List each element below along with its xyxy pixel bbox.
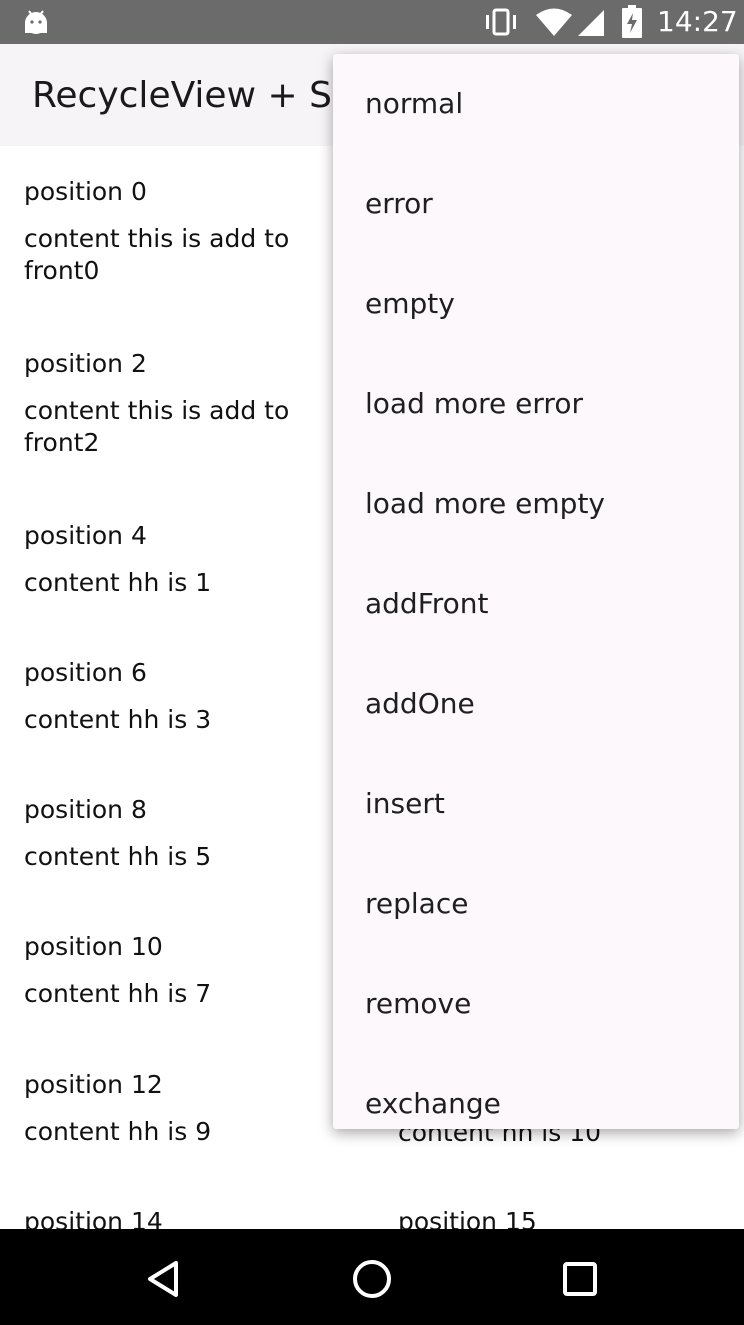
menu-item-remove[interactable]: remove xyxy=(365,987,472,1020)
menu-item-add-front[interactable]: addFront xyxy=(365,587,489,620)
item-content: content this is add to front2 xyxy=(24,396,290,457)
list-item[interactable]: position 6 content hh is 3 xyxy=(24,657,354,736)
navigation-bar xyxy=(0,1229,744,1325)
home-icon[interactable] xyxy=(348,1255,396,1303)
item-content: content hh is 3 xyxy=(24,705,212,734)
list-item[interactable]: position 4 content hh is 1 xyxy=(24,520,354,599)
item-position: position 4 xyxy=(24,521,147,550)
status-clock: 14:27 xyxy=(657,5,738,38)
item-content: content hh is 1 xyxy=(24,568,212,597)
menu-item-load-more-empty[interactable]: load more empty xyxy=(365,487,605,520)
menu-item-load-more-error[interactable]: load more error xyxy=(365,387,583,420)
item-content: content hh is 7 xyxy=(24,979,212,1008)
wifi-icon xyxy=(536,8,572,36)
menu-item-exchange[interactable]: exchange xyxy=(365,1087,501,1120)
menu-item-add-one[interactable]: addOne xyxy=(365,687,475,720)
list-item[interactable]: position 0 content this is add to front0 xyxy=(24,176,354,287)
menu-item-error[interactable]: error xyxy=(365,187,433,220)
menu-item-replace[interactable]: replace xyxy=(365,887,469,920)
menu-item-normal[interactable]: normal xyxy=(365,87,464,120)
item-content: content this is add to front0 xyxy=(24,224,290,285)
item-position: position 0 xyxy=(24,177,147,206)
recycler-list[interactable]: position 0 content this is add to front0… xyxy=(0,146,744,1229)
item-position: position 15 xyxy=(398,1207,537,1229)
back-icon[interactable] xyxy=(140,1255,188,1303)
menu-item-insert[interactable]: insert xyxy=(365,787,445,820)
list-item[interactable]: position 8 content hh is 5 xyxy=(24,794,354,873)
item-position: position 12 xyxy=(24,1070,163,1099)
status-bar: 14:27 xyxy=(0,0,744,44)
list-item[interactable]: position 2 content this is add to front2 xyxy=(24,348,354,459)
item-position: position 2 xyxy=(24,349,147,378)
list-item[interactable]: position 12 content hh is 9 xyxy=(24,1069,354,1148)
item-content: content hh is 9 xyxy=(24,1117,212,1146)
item-position: position 14 xyxy=(24,1207,163,1229)
list-item[interactable]: position 10 content hh is 7 xyxy=(24,931,354,1010)
battery-charging-icon xyxy=(622,5,642,38)
item-position: position 10 xyxy=(24,932,163,961)
menu-item-empty[interactable]: empty xyxy=(365,287,455,320)
item-content: content hh is 5 xyxy=(24,842,212,871)
signal-icon xyxy=(578,10,604,36)
list-item[interactable]: position 15 xyxy=(398,1206,728,1229)
vibrate-icon xyxy=(486,8,516,36)
overflow-menu: normal error empty load more error load … xyxy=(333,54,739,1129)
android-icon xyxy=(25,10,47,34)
item-position: position 8 xyxy=(24,795,147,824)
item-position: position 6 xyxy=(24,658,147,687)
recents-icon[interactable] xyxy=(556,1255,604,1303)
list-item[interactable]: position 14 xyxy=(24,1206,354,1229)
